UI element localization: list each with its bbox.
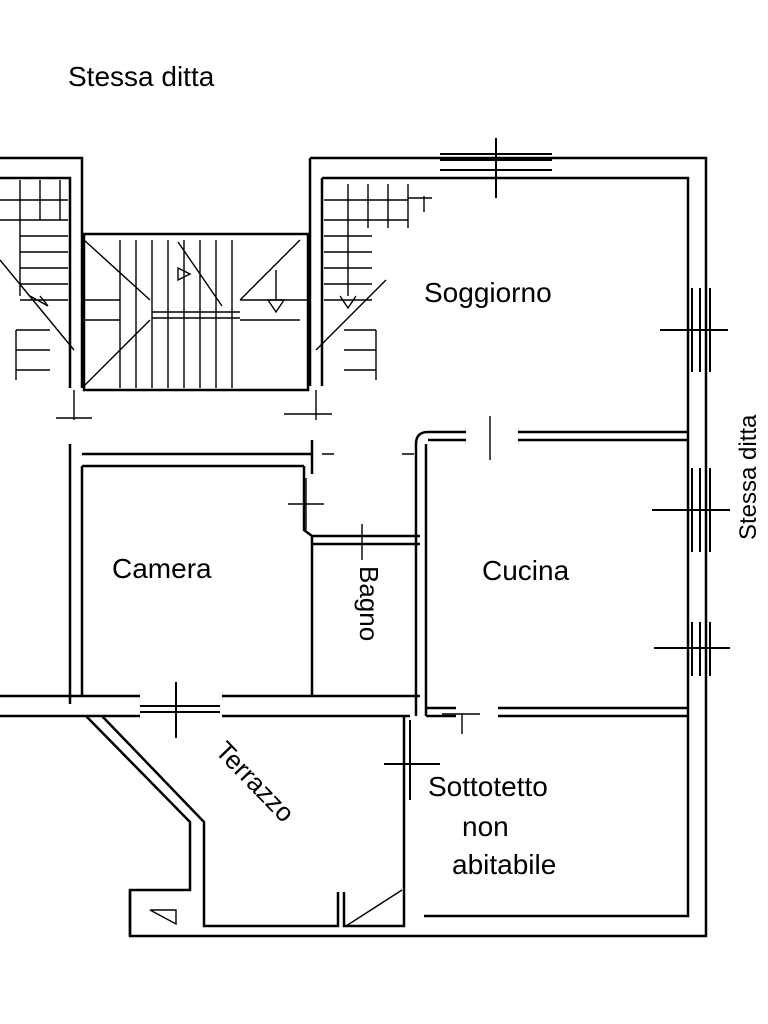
room-label-terrazzo: Terrazzo <box>210 735 301 828</box>
room-label-cucina: Cucina <box>482 555 570 586</box>
left-stair-steps <box>0 180 75 380</box>
central-stair-box <box>82 232 310 392</box>
room-label-bagno: Bagno <box>354 566 384 641</box>
wall-cucina-top <box>518 430 688 442</box>
terrazzo-stair-mark <box>149 889 403 927</box>
wall-central-stair-left <box>308 158 324 386</box>
room-label-sottotetto-3: abitabile <box>452 849 556 880</box>
door-cucina <box>442 416 491 734</box>
outer-wall-left-stair <box>0 156 84 388</box>
side-note: Stessa ditta <box>735 414 762 540</box>
terrazzo-parapet <box>85 715 406 936</box>
central-stair-steps <box>83 239 308 388</box>
stair-arrow-down <box>266 270 286 314</box>
room-label-sottotetto-2: non <box>462 811 509 842</box>
wall-bagno <box>312 534 420 546</box>
left-stair-tick <box>56 390 92 420</box>
room-label-sottotetto-1: Sottotetto <box>428 771 548 802</box>
right-stair-tick <box>284 390 332 420</box>
window-soggiorno <box>660 288 728 372</box>
room-label-camera: Camera <box>112 553 212 584</box>
window-camera <box>140 682 220 738</box>
door-bagno <box>288 478 363 560</box>
window-top <box>440 138 552 198</box>
wall-cucina-bottom <box>426 706 688 718</box>
room-label-soggiorno: Soggiorno <box>424 277 552 308</box>
window-cucina-1 <box>652 468 730 552</box>
wall-corridor-top <box>68 440 314 704</box>
inner-wall-top-right <box>322 176 690 918</box>
right-stair-steps <box>315 184 432 380</box>
stair-arrow-right <box>177 266 192 282</box>
window-cucina-2 <box>654 622 730 676</box>
wall-cucina-left <box>414 430 466 716</box>
wall-camera-bottom <box>0 694 420 718</box>
header-note: Stessa ditta <box>68 61 215 92</box>
